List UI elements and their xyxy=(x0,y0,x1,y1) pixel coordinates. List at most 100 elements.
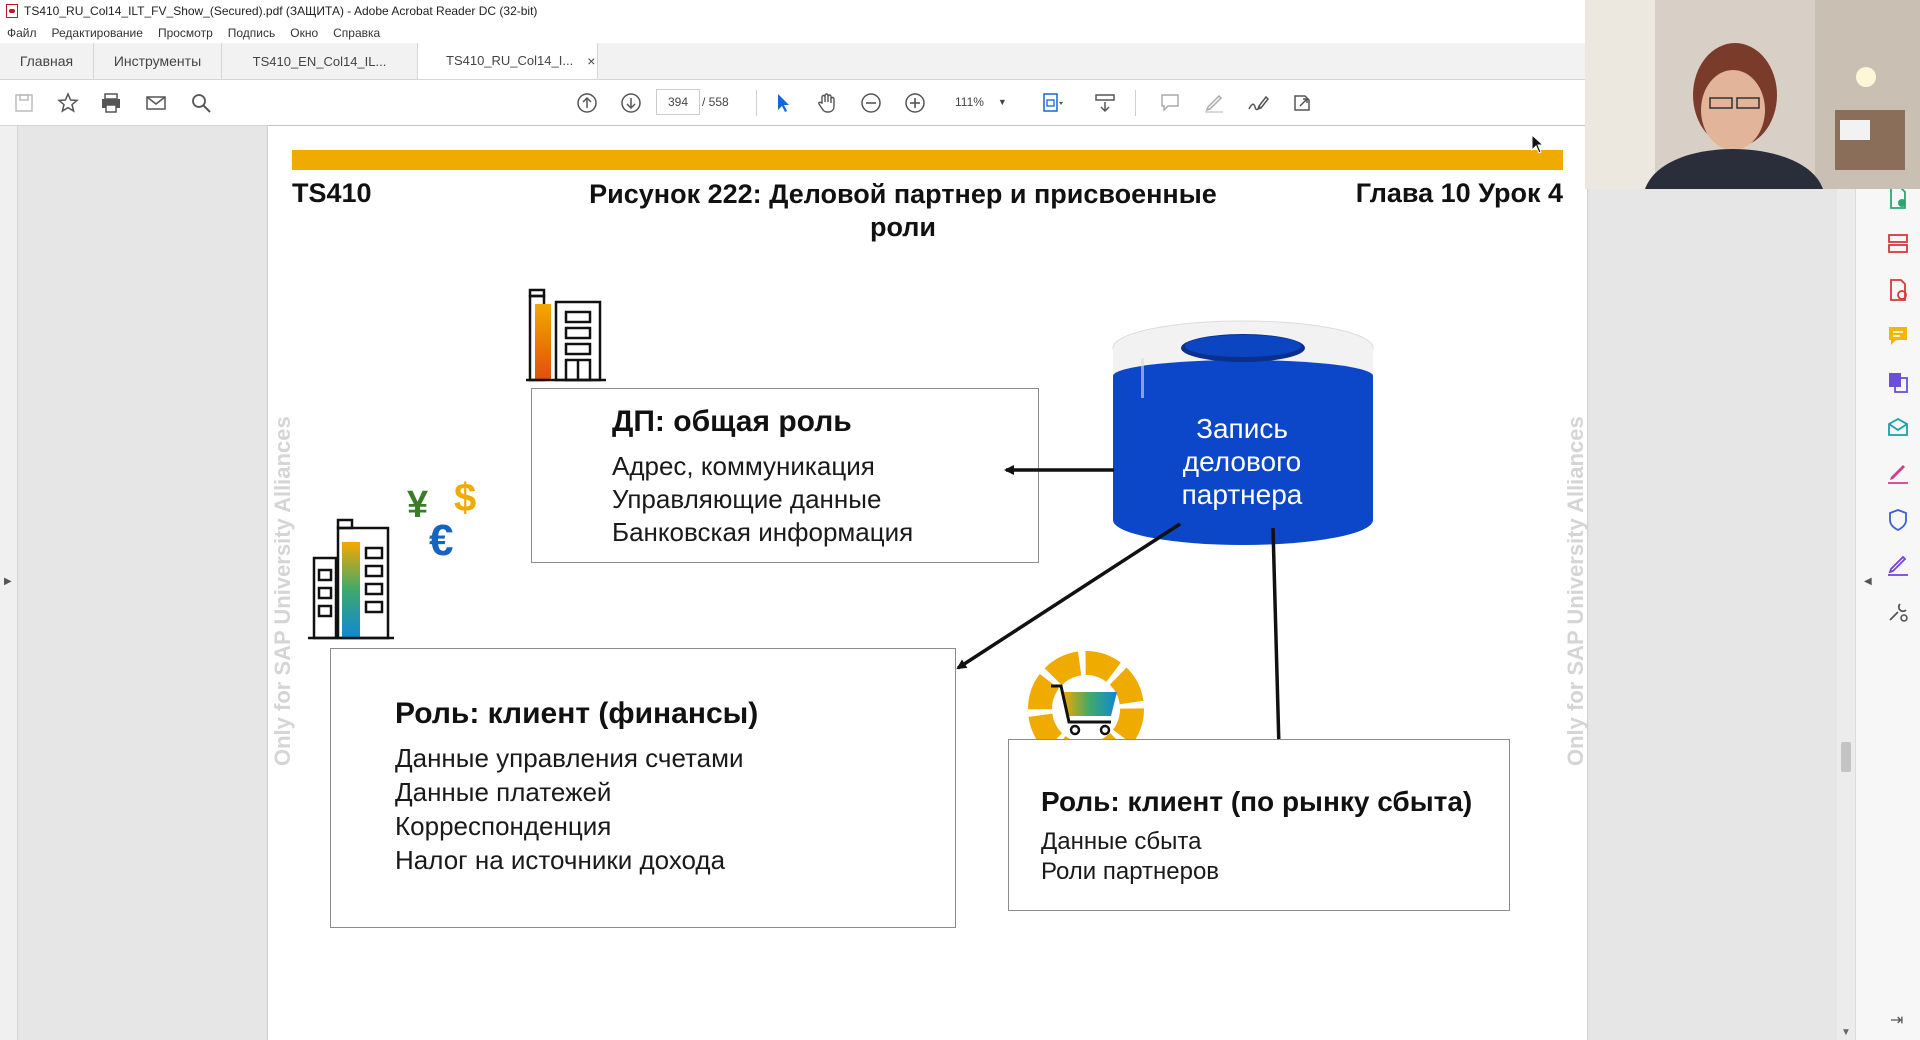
box-sales-role: Роль: клиент (по рынку сбыта) Данные сбы… xyxy=(1008,739,1510,911)
database-label-line: партнера xyxy=(1181,479,1303,510)
certificates-icon[interactable] xyxy=(1886,554,1910,578)
more-tools-icon[interactable] xyxy=(1886,600,1910,624)
fit-page-icon[interactable] xyxy=(1040,91,1064,115)
presenter-video xyxy=(1585,0,1920,189)
box-general-line: Управляющие данные xyxy=(612,484,882,514)
database-label-line: Запись xyxy=(1196,413,1288,444)
menu-view[interactable]: Просмотр xyxy=(157,25,213,40)
edit-pdf-icon[interactable] xyxy=(1886,278,1910,302)
page-down-icon[interactable] xyxy=(619,91,643,115)
tab-document-en[interactable]: TS410_EN_Col14_IL... xyxy=(222,43,418,79)
hand-icon[interactable] xyxy=(815,91,839,115)
send-for-review-icon[interactable] xyxy=(1886,416,1910,440)
email-icon[interactable] xyxy=(144,91,168,115)
search-icon[interactable] xyxy=(189,91,213,115)
euro-icon: € xyxy=(429,516,454,565)
database-label: Запись делового партнера xyxy=(1152,412,1332,511)
zoom-level-select[interactable]: 111% ▼ xyxy=(943,89,1015,115)
box-finance-title: Роль: клиент (финансы) xyxy=(395,697,759,730)
right-tools-pane: ◀ ⇥ xyxy=(1855,126,1920,1040)
box-general-line: Банковская информация xyxy=(612,517,914,547)
tab-document-ru-label: TS410_RU_Col14_I... xyxy=(446,53,574,68)
pdf-page: TS410 Рисунок 222: Деловой партнер и при… xyxy=(268,126,1587,1040)
export-pdf-icon[interactable] xyxy=(1886,186,1910,210)
tab-document-ru[interactable]: TS410_RU_Col14_I... × xyxy=(418,43,598,79)
tab-bar: Главная Инструменты TS410_EN_Col14_IL...… xyxy=(0,43,1585,80)
title-bar: TS410_RU_Col14_ILT_FV_Show_(Secured).pdf… xyxy=(0,0,1585,22)
box-sales-title: Роль: клиент (по рынку сбыта) xyxy=(1041,786,1473,817)
tab-tools[interactable]: Инструменты xyxy=(94,43,222,79)
slide-title-line1: Рисунок 222: Деловой партнер и присвоенн… xyxy=(589,179,1217,209)
box-finance-role: Роль: клиент (финансы) Данные управления… xyxy=(330,648,956,928)
save-icon[interactable] xyxy=(12,91,36,115)
box-sales-line: Роли партнеров xyxy=(1041,858,1220,885)
page-total: / 558 xyxy=(702,95,729,109)
scroll-mode-icon[interactable] xyxy=(1093,91,1117,115)
comment-icon[interactable] xyxy=(1886,324,1910,348)
sign-icon[interactable] xyxy=(1246,91,1270,115)
pdf-app-icon xyxy=(6,4,18,18)
fill-sign-icon[interactable] xyxy=(1886,462,1910,486)
toolbar-separator xyxy=(756,90,757,116)
course-code: TS410 xyxy=(292,178,372,208)
page-up-icon[interactable] xyxy=(575,91,599,115)
chevron-down-icon: ▼ xyxy=(997,97,1007,107)
window-title: TS410_RU_Col14_ILT_FV_Show_(Secured).pdf… xyxy=(24,4,538,18)
tab-tools-label: Инструменты xyxy=(113,53,202,69)
collapse-pane-icon[interactable]: ⇥ xyxy=(1890,1012,1904,1029)
box-finance-line: Корреспонденция xyxy=(395,811,612,841)
protect-icon[interactable] xyxy=(1886,508,1910,532)
zoom-in-icon[interactable] xyxy=(903,91,927,115)
box-finance-line: Данные платежей xyxy=(395,777,612,807)
organize-pages-icon[interactable] xyxy=(1886,232,1910,256)
arrow-to-sales xyxy=(1271,527,1284,750)
vertical-scrollbar[interactable]: ▼ xyxy=(1837,126,1855,1040)
scroll-down-icon[interactable]: ▼ xyxy=(1841,1027,1851,1038)
print-icon[interactable] xyxy=(99,91,123,115)
share-icon[interactable] xyxy=(1290,91,1314,115)
mouse-cursor-icon xyxy=(1531,134,1545,154)
box-sales-line: Данные сбыта xyxy=(1041,828,1202,855)
box-finance-line: Налог на источники дохода xyxy=(395,845,726,875)
building-icon xyxy=(526,288,606,382)
webcam-video-overlay xyxy=(1585,0,1920,189)
relationship-arrows xyxy=(956,465,1284,750)
menu-window[interactable]: Окно xyxy=(290,25,319,40)
collapse-right-pane-icon[interactable]: ◀ xyxy=(1864,576,1872,587)
tab-document-en-label: TS410_EN_Col14_IL... xyxy=(252,53,387,69)
toolbar: 394 / 558 111% ▼ xyxy=(0,80,1585,126)
box-general-role: ДП: общая роль Адрес, коммуникация Управ… xyxy=(531,388,1039,563)
box-general-line: Адрес, коммуникация xyxy=(612,451,875,481)
yen-icon: ¥ xyxy=(407,484,429,526)
arrow-to-finance xyxy=(956,522,1181,670)
slide-title-line2: роли xyxy=(869,212,937,242)
select-arrow-icon[interactable] xyxy=(771,91,795,115)
zoom-out-icon[interactable] xyxy=(859,91,883,115)
box-general-title: ДП: общая роль xyxy=(612,405,852,438)
tab-home[interactable]: Главная xyxy=(0,43,94,79)
database-icon xyxy=(1112,320,1374,545)
toolbar-separator xyxy=(1135,90,1136,116)
dollar-icon: $ xyxy=(454,476,477,520)
chapter-lesson: Глава 10 Урок 4 xyxy=(1355,178,1563,208)
highlight-icon[interactable] xyxy=(1202,91,1226,115)
page-number-input[interactable]: 394 xyxy=(656,89,700,115)
close-tab-icon[interactable]: × xyxy=(587,52,596,69)
left-navigation-pane[interactable]: ▶ xyxy=(0,126,18,1040)
menu-sign[interactable]: Подпись xyxy=(227,25,276,40)
expand-left-pane-icon[interactable]: ▶ xyxy=(4,576,12,587)
building-finance-icon xyxy=(308,518,394,640)
scrollbar-thumb[interactable] xyxy=(1841,742,1851,772)
zoom-level: 111% xyxy=(955,95,984,109)
database-label-line: делового xyxy=(1182,446,1302,477)
combine-files-icon[interactable] xyxy=(1886,370,1910,394)
menu-edit[interactable]: Редактирование xyxy=(51,25,143,40)
comment-icon[interactable] xyxy=(1158,91,1182,115)
menu-bar: Файл Редактирование Просмотр Подпись Окн… xyxy=(0,22,1585,43)
slide-header-bar xyxy=(292,150,1563,170)
bookmark-star-icon[interactable] xyxy=(56,91,80,115)
tab-home-label: Главная xyxy=(19,53,74,69)
slide-title: Рисунок 222: Деловой партнер и присвоенн… xyxy=(588,178,1218,244)
menu-file[interactable]: Файл xyxy=(7,25,37,40)
menu-help[interactable]: Справка xyxy=(333,25,381,40)
